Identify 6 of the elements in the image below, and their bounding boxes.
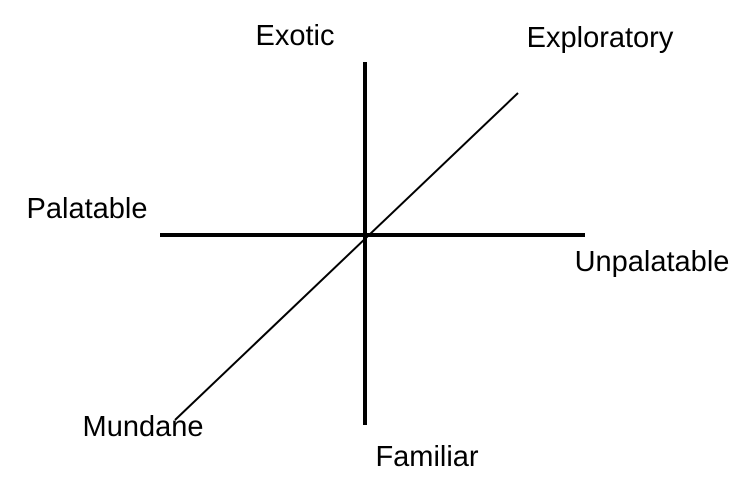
axis-label: Unpalatable (574, 248, 730, 277)
axis-label: Mundane (82, 413, 204, 442)
axis-label: Palatable (26, 195, 148, 224)
axis-label: Exploratory (526, 24, 674, 53)
axis-label: Exotic (256, 22, 334, 51)
axis-label: Familiar (375, 443, 479, 472)
